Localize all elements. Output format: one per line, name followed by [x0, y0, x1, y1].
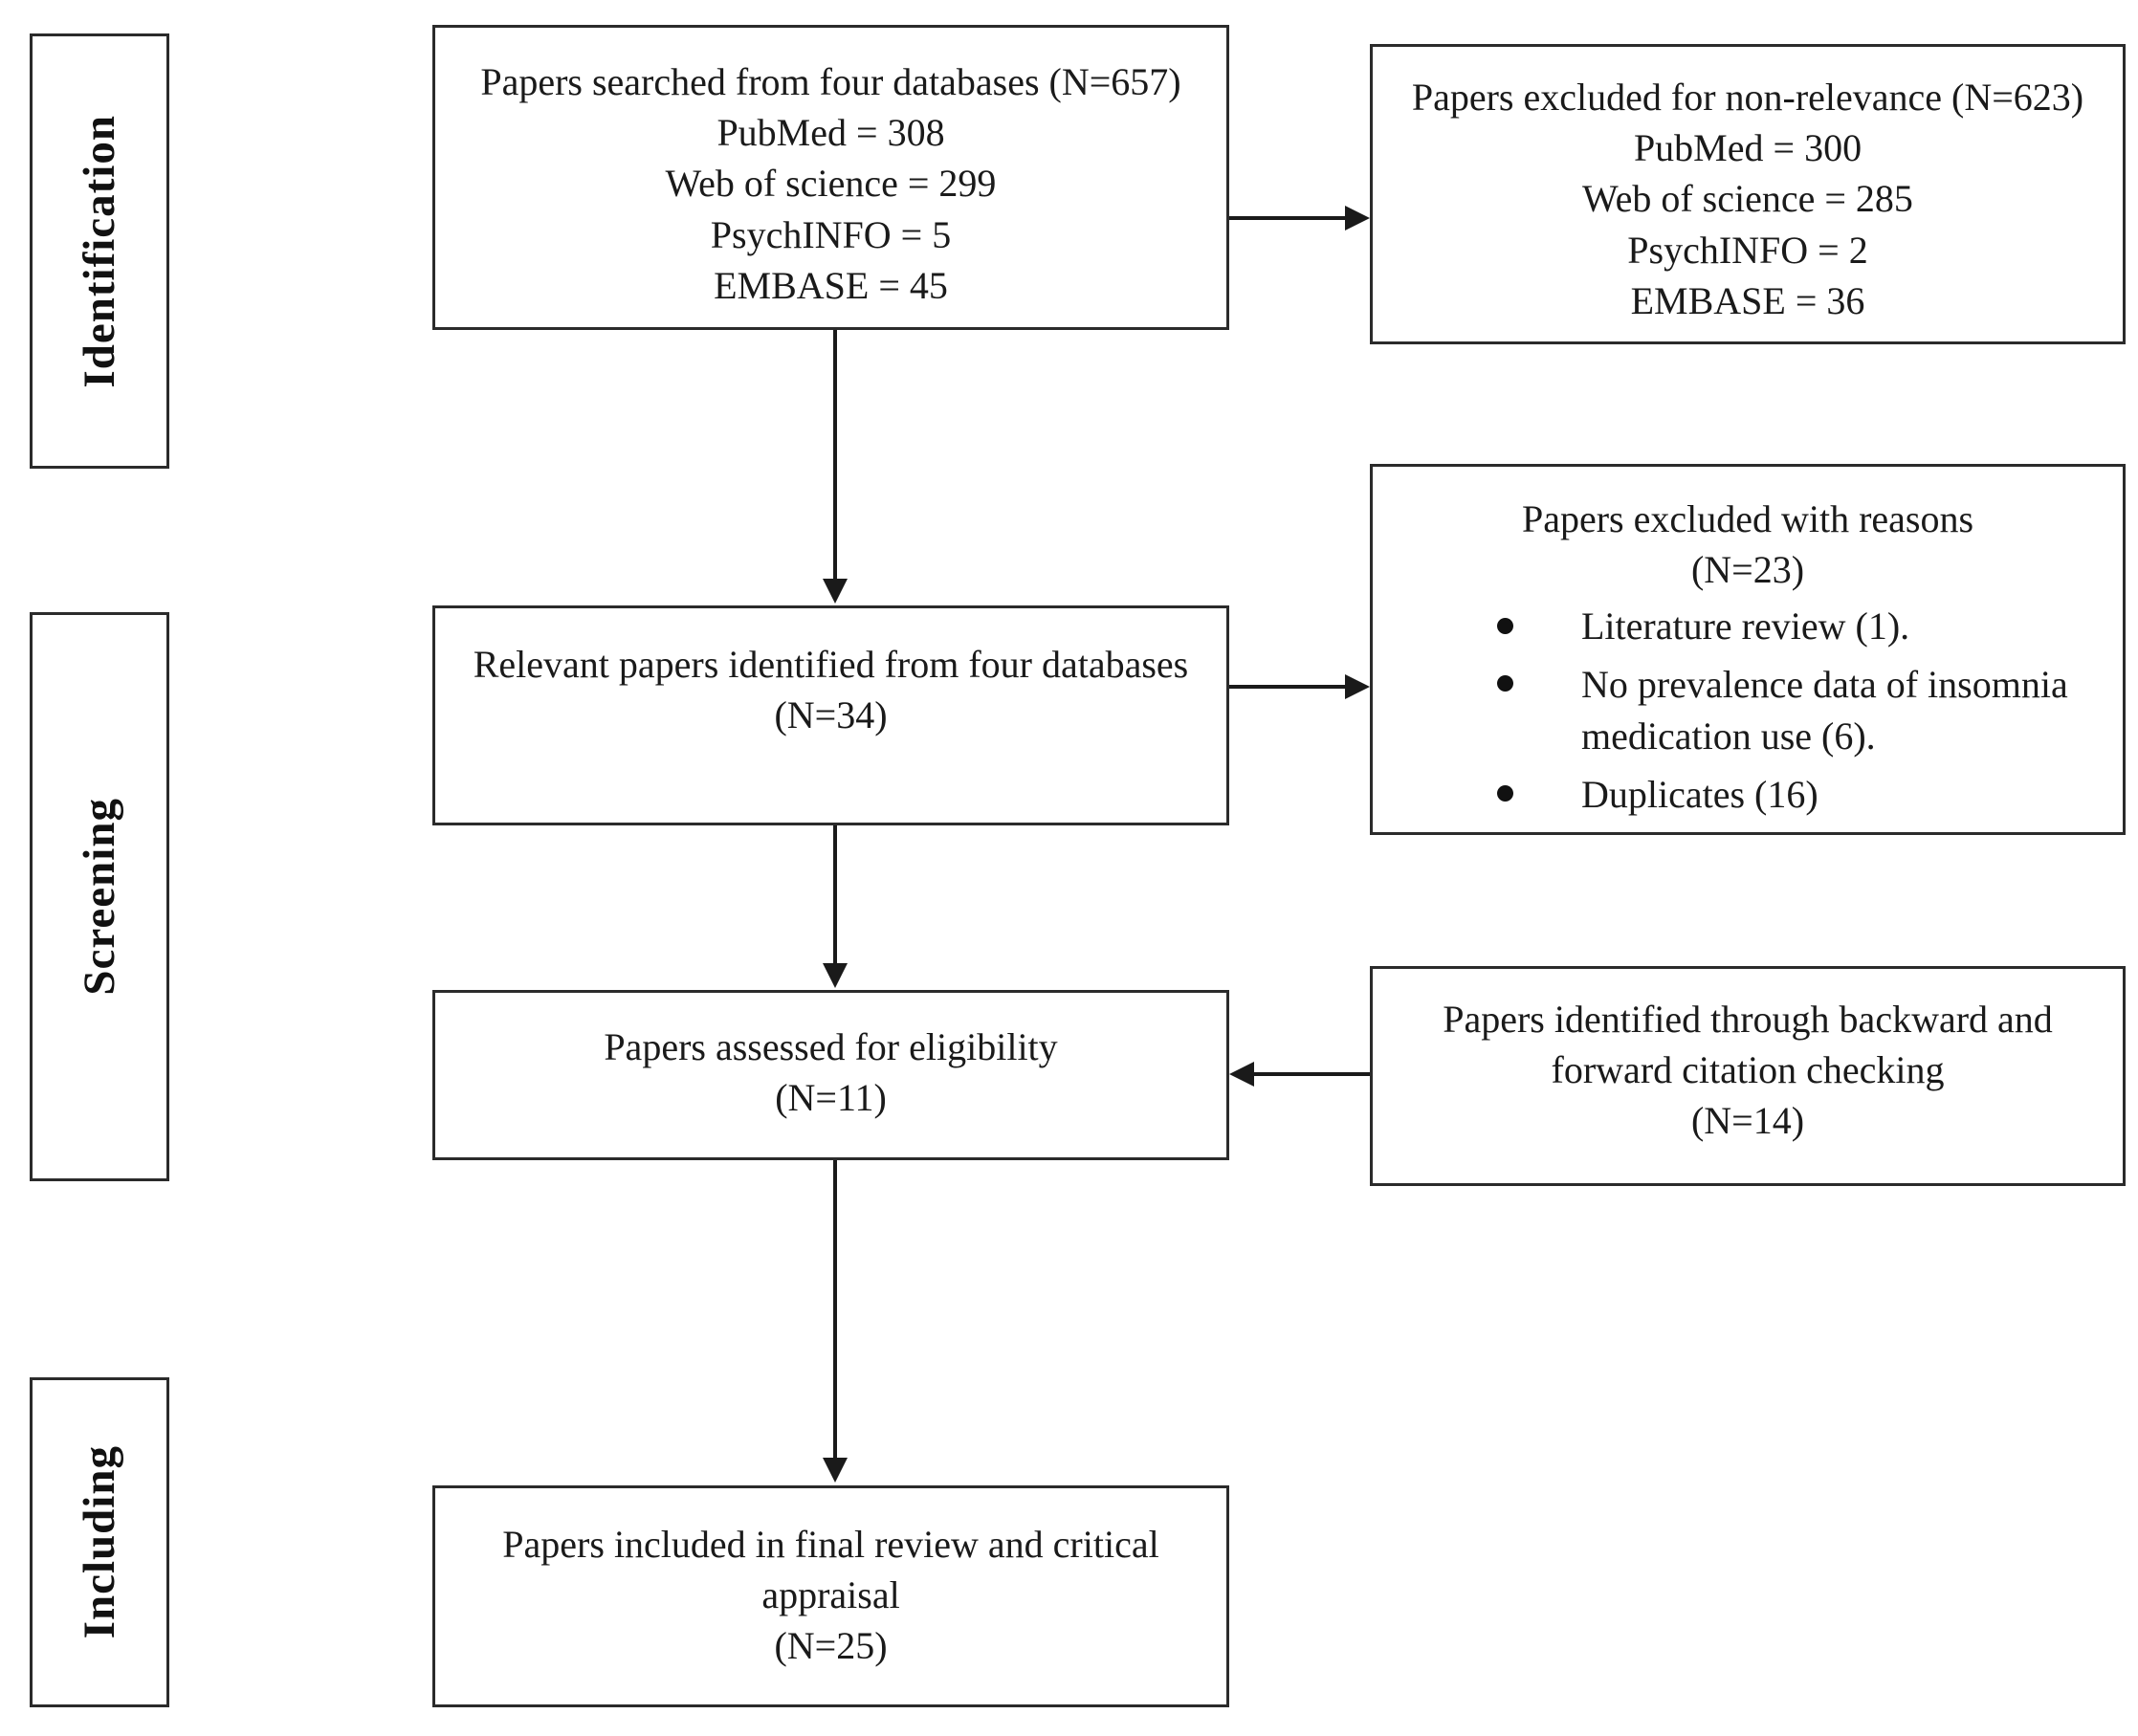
connector-relevant-to-eligibility	[833, 825, 837, 967]
line: EMBASE = 36	[1630, 278, 1865, 322]
box-papers-searched: Papers searched from four databases (N=6…	[432, 25, 1229, 330]
line: appraisal	[761, 1573, 900, 1617]
stage-box-identification: Identification	[30, 33, 169, 469]
line: Papers excluded with reasons	[1521, 497, 1974, 540]
line: Papers excluded for non-relevance (N=623…	[1411, 76, 2084, 119]
box-papers-included: Papers included in final review and crit…	[432, 1485, 1229, 1707]
box-papers-excluded-with-reasons: Papers excluded with reasons (N=23) Lite…	[1370, 464, 2126, 835]
list-item: No prevalence data of insomnia medicatio…	[1497, 659, 2104, 763]
line: Web of science = 285	[1582, 177, 1913, 221]
stage-label-identification: Identification	[74, 114, 124, 388]
list-item-label: Literature review (1).	[1581, 604, 1910, 648]
box-citation-checking-text: Papers identified through backward and f…	[1373, 994, 2123, 1147]
connector-citation-to-eligibility	[1254, 1072, 1370, 1076]
exclusion-reason-list: Literature review (1). No prevalence dat…	[1373, 601, 2123, 826]
arrow-left-icon	[1229, 1062, 1254, 1087]
line: (N=34)	[774, 693, 888, 737]
box-papers-included-text: Papers included in final review and crit…	[435, 1519, 1226, 1672]
line: Papers identified through backward and	[1443, 998, 2053, 1041]
bullet-icon	[1497, 784, 1513, 802]
line: PsychINFO = 2	[1627, 228, 1868, 272]
arrow-right-icon	[1345, 674, 1370, 699]
line: forward citation checking	[1551, 1048, 1945, 1092]
list-item: Literature review (1).	[1497, 601, 2104, 652]
box-relevant-papers: Relevant papers identified from four dat…	[432, 605, 1229, 825]
list-item-label: Duplicates (16)	[1581, 772, 1818, 816]
list-item-label: No prevalence data of insomnia medicatio…	[1581, 662, 2068, 758]
line: (N=11)	[775, 1076, 887, 1120]
line: Web of science = 299	[665, 162, 997, 206]
stage-box-including: Including	[30, 1377, 169, 1707]
line: (N=14)	[1690, 1099, 1805, 1143]
box-papers-excluded-with-reasons-text: Papers excluded with reasons (N=23)	[1373, 494, 2123, 595]
arrow-right-icon	[1345, 206, 1370, 231]
stage-label-including: Including	[74, 1445, 124, 1639]
list-item: Duplicates (16)	[1497, 769, 2104, 821]
arrow-down-icon	[823, 579, 848, 604]
stage-box-screening: Screening	[30, 612, 169, 1181]
connector-searched-to-excluded	[1229, 216, 1349, 220]
line: Papers assessed for eligibility	[604, 1025, 1058, 1068]
line: Papers included in final review and crit…	[502, 1523, 1159, 1566]
line: (N=25)	[774, 1624, 888, 1668]
box-papers-searched-text: Papers searched from four databases (N=6…	[435, 56, 1226, 311]
line: PsychINFO = 5	[710, 212, 952, 256]
line: PubMed = 300	[1633, 126, 1862, 170]
bullet-icon	[1497, 617, 1513, 634]
box-relevant-papers-text: Relevant papers identified from four dat…	[435, 639, 1226, 740]
line: Papers searched from four databases (N=6…	[480, 60, 1181, 103]
arrow-down-icon	[823, 1458, 848, 1483]
line: PubMed = 308	[716, 111, 945, 155]
bullet-icon	[1497, 674, 1513, 692]
connector-searched-to-relevant	[833, 330, 837, 581]
connector-eligibility-to-included	[833, 1160, 837, 1460]
line: Relevant papers identified from four dat…	[473, 643, 1189, 686]
box-papers-assessed-eligibility: Papers assessed for eligibility (N=11)	[432, 990, 1229, 1160]
box-citation-checking: Papers identified through backward and f…	[1370, 966, 2126, 1186]
connector-relevant-to-excluded-reasons	[1229, 685, 1349, 689]
box-papers-excluded-non-relevance: Papers excluded for non-relevance (N=623…	[1370, 44, 2126, 344]
stage-label-screening: Screening	[74, 798, 124, 996]
arrow-down-icon	[823, 963, 848, 988]
line: EMBASE = 45	[714, 263, 948, 307]
line: (N=23)	[1690, 548, 1805, 592]
box-papers-assessed-eligibility-text: Papers assessed for eligibility (N=11)	[435, 1022, 1226, 1123]
box-papers-excluded-non-relevance-text: Papers excluded for non-relevance (N=623…	[1373, 72, 2123, 326]
